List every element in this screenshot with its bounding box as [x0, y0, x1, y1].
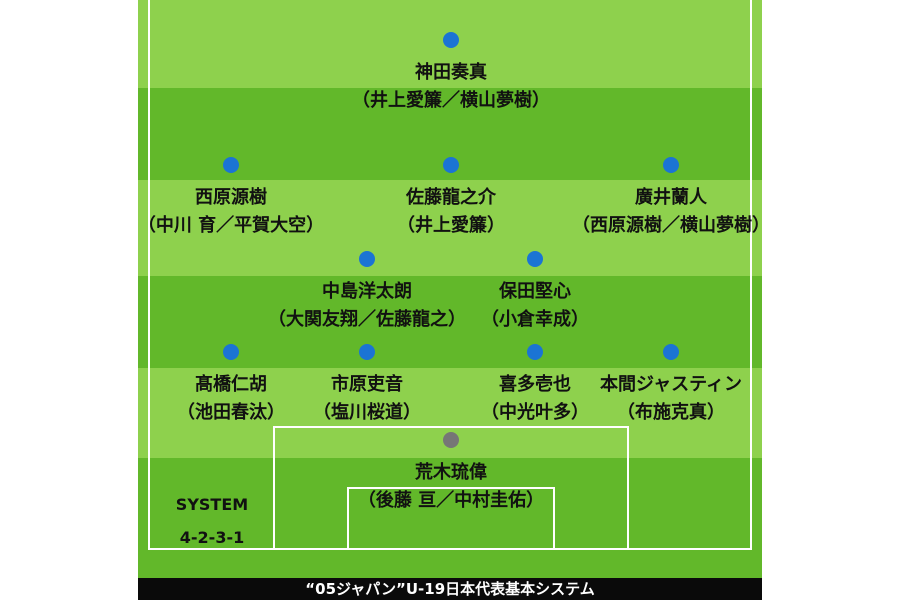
player-subs: （井上愛簾／横山夢樹）: [352, 90, 550, 111]
player-right-wing: 廣井蘭人 （西原源樹／横山夢樹）: [571, 157, 771, 237]
player-goalkeeper: 荒木琉偉 （後藤 亘／中村圭佑）: [351, 432, 551, 512]
player-subs: （井上愛簾）: [397, 215, 505, 236]
player-marker: [223, 157, 239, 173]
player-name: 廣井蘭人: [635, 187, 707, 208]
player-subs: （中光叶多）: [481, 402, 589, 423]
player-name: 西原源樹: [195, 187, 267, 208]
player-marker: [527, 251, 543, 267]
system-label: SYSTEM: [175, 495, 249, 514]
player-forward: 神田奏真 （井上愛簾／横山夢樹）: [351, 32, 551, 112]
player-center-back-left: 市原吏音 （塩川桜道）: [267, 344, 467, 424]
player-left-wing: 西原源樹 （中川 育／平賀大空）: [131, 157, 331, 237]
player-marker: [663, 157, 679, 173]
player-name: 本間ジャスティン: [599, 374, 743, 395]
player-name: 髙橋仁胡: [195, 374, 267, 395]
player-name: 保田堅心: [499, 281, 571, 302]
goal-area: [347, 487, 555, 550]
caption-bar: “05ジャパン”U-19日本代表基本システム: [138, 578, 762, 600]
player-name: 神田奏真: [415, 62, 487, 83]
pitch-band: [138, 458, 762, 578]
player-marker: [663, 344, 679, 360]
player-name: 中島洋太朗: [322, 281, 412, 302]
player-subs: （小倉幸成）: [481, 309, 589, 330]
player-center-back-right: 喜多壱也 （中光叶多）: [435, 344, 635, 424]
player-subs: （塩川桜道）: [313, 402, 421, 423]
system-value: 4-2-3-1: [179, 528, 245, 547]
goalkeeper-marker: [443, 432, 459, 448]
player-subs: （中川 育／平賀大空）: [137, 215, 325, 236]
player-subs: （西原源樹／横山夢樹）: [572, 215, 770, 236]
player-subs: （布施克真）: [617, 402, 725, 423]
player-marker: [527, 344, 543, 360]
player-subs: （後藤 亘／中村圭佑）: [357, 490, 545, 511]
player-defensive-mid-left: 中島洋太朗 （大関友翔／佐藤龍之）: [267, 251, 467, 331]
touchline-left: [148, 0, 150, 550]
player-name: 荒木琉偉: [415, 462, 487, 483]
player-marker: [359, 344, 375, 360]
player-subs: （大関友翔／佐藤龍之）: [268, 309, 466, 330]
player-marker: [223, 344, 239, 360]
player-name: 喜多壱也: [499, 374, 571, 395]
player-marker: [359, 251, 375, 267]
player-attacking-mid: 佐藤龍之介 （井上愛簾）: [351, 157, 551, 237]
player-name: 佐藤龍之介: [406, 187, 496, 208]
player-subs: （池田春汰）: [177, 402, 285, 423]
player-left-back: 髙橋仁胡 （池田春汰）: [131, 344, 331, 424]
touchline-right: [750, 0, 752, 550]
pitch-band: [138, 180, 762, 276]
caption-text: “05ジャパン”U-19日本代表基本システム: [305, 580, 595, 598]
player-marker: [443, 157, 459, 173]
pitch-band: [138, 276, 762, 368]
player-name: 市原吏音: [331, 374, 403, 395]
player-right-back: 本間ジャスティン （布施克真）: [571, 344, 771, 424]
player-defensive-mid-right: 保田堅心 （小倉幸成）: [435, 251, 635, 331]
player-marker: [443, 32, 459, 48]
